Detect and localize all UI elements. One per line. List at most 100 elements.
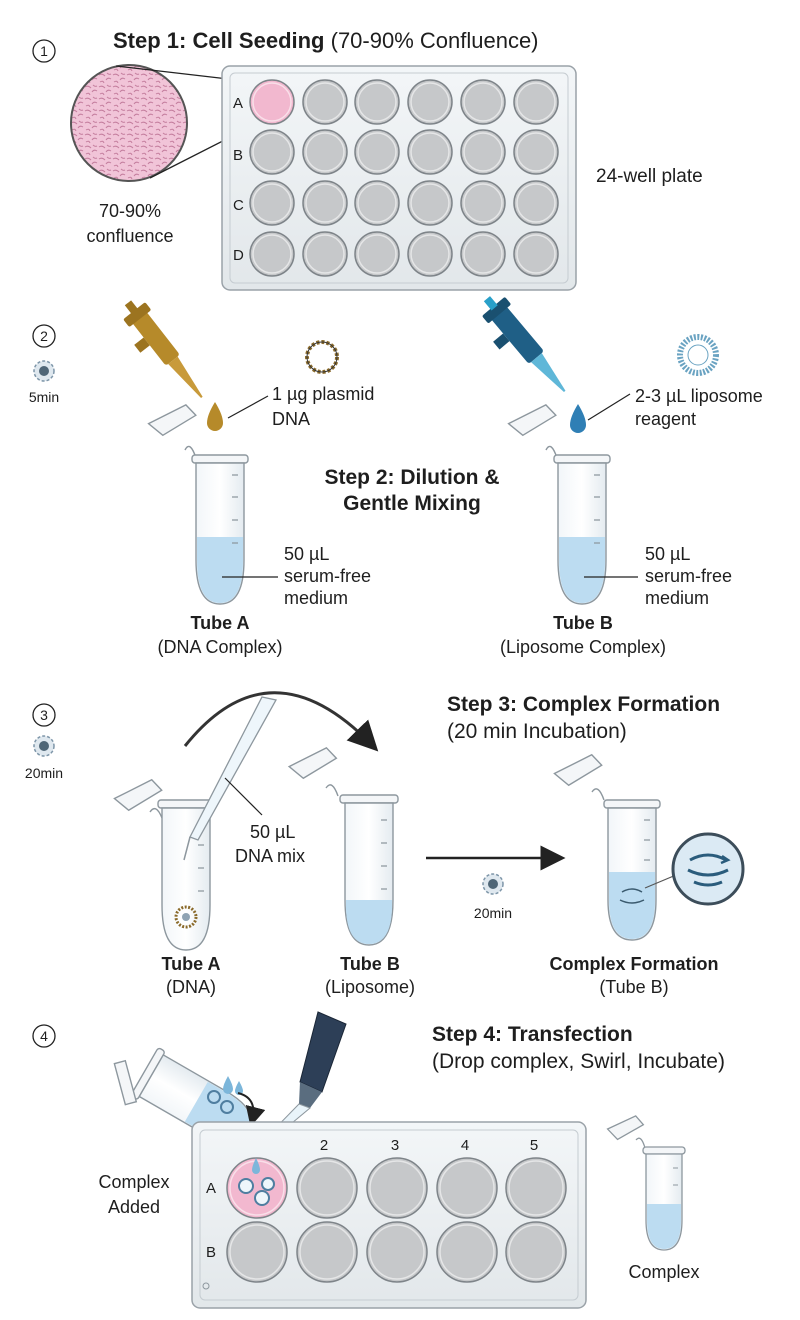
step3-timer: 20min [25, 765, 63, 781]
well-3-4 [460, 231, 506, 277]
well-1-5 [513, 129, 559, 175]
well-3-3 [407, 231, 453, 277]
well-3-1-rim [305, 234, 345, 274]
tubea-name: Tube A [191, 613, 250, 633]
tube-a-step3 [113, 778, 215, 951]
complex-tube-label: Complex [628, 1262, 699, 1282]
well-b-1-1 [296, 1221, 358, 1283]
step4-title-2: (Drop complex, Swirl, Incubate) [432, 1050, 725, 1073]
well-0-5 [513, 79, 559, 125]
well-b-1-2-rim [369, 1224, 425, 1280]
well-1-5-rim [516, 132, 556, 172]
well-b-0-4 [505, 1157, 567, 1219]
well-3-2 [354, 231, 400, 277]
well-2-5-rim [516, 183, 556, 223]
well-0-3 [407, 79, 453, 125]
tube3a-name: Tube A [162, 954, 221, 974]
well-b-0-0 [226, 1157, 288, 1219]
step1-number: 1 [32, 39, 56, 63]
well-2-3 [407, 180, 453, 226]
well-3-0 [249, 231, 295, 277]
well-b-0-4-rim [508, 1160, 564, 1216]
well-3-5 [513, 231, 559, 277]
well-plate-bottom: A B 2 3 4 5 [191, 1121, 587, 1309]
lipo-label-2: reagent [635, 409, 696, 429]
well-1-2 [354, 129, 400, 175]
tube-b-step3 [287, 746, 399, 946]
complex-tube [606, 1115, 686, 1251]
well-2-2-rim [357, 183, 397, 223]
well-3-4-rim [463, 234, 503, 274]
tube3b-sub: (Liposome) [325, 977, 415, 997]
tube-complex-step3 [553, 753, 661, 941]
tube3a-sub: (DNA) [166, 977, 216, 997]
complex-sub: (Tube B) [599, 977, 668, 997]
row-label-d: D [233, 247, 244, 264]
well-2-4 [460, 180, 506, 226]
cell-magnifier [70, 64, 188, 182]
tube-b-step2 [507, 404, 611, 605]
svg-text:1: 1 [40, 43, 48, 59]
well-2-0 [249, 180, 295, 226]
tubea-medium-3: medium [284, 588, 348, 608]
well-3-2-rim [357, 234, 397, 274]
well-1-4 [460, 129, 506, 175]
step4-title-1: Step 4: Transfection [432, 1023, 633, 1046]
tubea-medium-1: 50 µL [284, 544, 329, 564]
well-2-1 [302, 180, 348, 226]
well-0-0-rim [252, 82, 292, 122]
added-label-1: Complex [98, 1172, 169, 1192]
well-3-5-rim [516, 234, 556, 274]
well-1-0-rim [252, 132, 292, 172]
tubeb-medium-2: serum-free [645, 566, 732, 586]
well-b-1-3-rim [439, 1224, 495, 1280]
row-label-a: A [233, 95, 243, 112]
dna-label-1: 1 µg plasmid [272, 384, 374, 404]
confluence-label-2: confluence [86, 226, 173, 246]
dna-pipette [123, 300, 203, 398]
well-1-0 [249, 129, 295, 175]
added-label-2: Added [108, 1197, 160, 1217]
dna-label-2: DNA [272, 409, 310, 429]
well-b-0-3-rim [439, 1160, 495, 1216]
well-3-1 [302, 231, 348, 277]
col-label-2: 2 [320, 1137, 328, 1154]
well-1-1-rim [305, 132, 345, 172]
well-1-2-rim [357, 132, 397, 172]
well-0-5-rim [516, 82, 556, 122]
step1-title: Step 1: Cell Seeding (70-90% Confluence) [113, 28, 539, 53]
step2-number: 2 [32, 324, 56, 348]
col-label-5: 5 [530, 1137, 538, 1154]
well-0-4-rim [463, 82, 503, 122]
transfer-arrow [183, 691, 379, 752]
tubeb-name: Tube B [553, 613, 613, 633]
well-b-1-4 [505, 1221, 567, 1283]
step3-title-1: Step 3: Complex Formation [447, 693, 720, 716]
row-label-c: C [233, 197, 244, 214]
row-label-a: A [206, 1180, 216, 1197]
well-0-4 [460, 79, 506, 125]
tube3b-name: Tube B [340, 954, 400, 974]
complex-name: Complex Formation [549, 954, 718, 974]
svg-text:2: 2 [40, 328, 48, 344]
well-0-1 [302, 79, 348, 125]
step1-section: 1 Step 1: Cell Seeding (70-90% Confluenc… [32, 28, 703, 291]
svg-text:4: 4 [40, 1028, 48, 1044]
well-b-1-2 [366, 1221, 428, 1283]
well-1-4-rim [463, 132, 503, 172]
well-2-4-rim [463, 183, 503, 223]
plate-label: 24-well plate [596, 166, 703, 187]
col-label-4: 4 [461, 1137, 469, 1154]
row-label-b: B [206, 1244, 216, 1261]
well-b-1-4-rim [508, 1224, 564, 1280]
well-3-0-rim [252, 234, 292, 274]
well-b-0-1 [296, 1157, 358, 1219]
step2-title-2: Gentle Mixing [343, 492, 481, 515]
well-0-0 [249, 79, 295, 125]
col-label-3: 3 [391, 1137, 399, 1154]
svg-text:3: 3 [40, 707, 48, 723]
well-b-0-2 [366, 1157, 428, 1219]
tubeb-medium-3: medium [645, 588, 709, 608]
well-b-0-2-rim [369, 1160, 425, 1216]
mix-label-2: DNA mix [235, 846, 305, 866]
